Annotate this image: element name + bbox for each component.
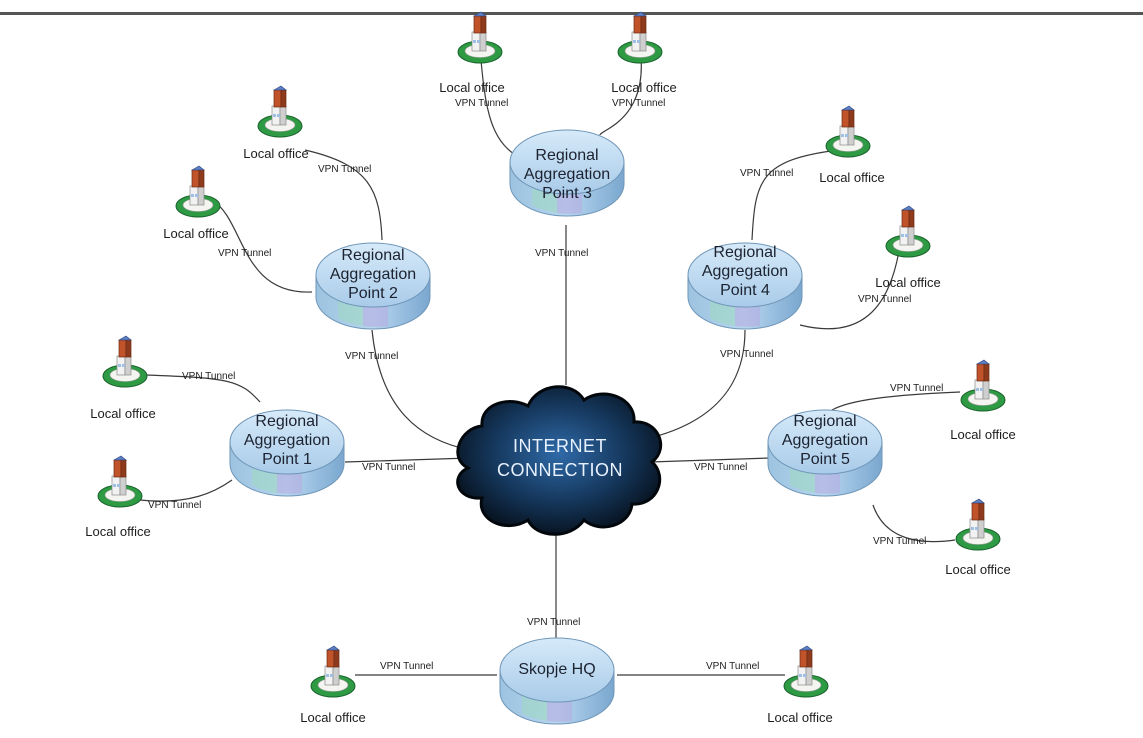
office-label: Local office: [945, 562, 1011, 577]
building-icon: [825, 105, 871, 158]
building-icon: [175, 165, 221, 218]
hub-label-line: Point 5: [800, 451, 850, 468]
building-icon: [257, 85, 303, 138]
hub-label-line: Regional: [341, 247, 404, 264]
office-label: Local office: [767, 710, 833, 725]
local-office: Local office: [90, 335, 156, 421]
link-cloud-rap4: [649, 329, 746, 439]
vpn-label: VPN Tunnel: [535, 248, 588, 259]
building-icon: [955, 498, 1001, 551]
link-rap2-office-a: [304, 149, 383, 241]
hub-hq: Skopje HQ: [499, 637, 615, 725]
office-label: Local office: [875, 275, 941, 290]
link-cloud-rap1: [344, 457, 471, 463]
hub-rap5: Regional Aggregation Point 5: [767, 409, 883, 497]
link-rap1-office-a: [144, 374, 261, 403]
vpn-label: VPN Tunnel: [694, 462, 747, 473]
office-label: Local office: [163, 226, 229, 241]
building-icon: [617, 11, 663, 64]
local-office: Local office: [163, 165, 229, 241]
office-label: Local office: [243, 146, 309, 161]
link-rap5-office-a: [831, 391, 961, 411]
local-office: Local office: [300, 645, 366, 725]
connection-lines: [139, 47, 961, 676]
hub-label-line: Aggregation: [244, 432, 330, 449]
vpn-label: VPN Tunnel: [345, 351, 398, 362]
link-rap1-office-b: [139, 479, 233, 502]
building-icon: [102, 335, 148, 388]
hub-label-line: Regional: [255, 413, 318, 430]
hub-label-line: Regional: [535, 147, 598, 164]
vpn-label: VPN Tunnel: [720, 349, 773, 360]
link-cloud-rap2: [371, 329, 471, 451]
hub-label-line: Point 2: [348, 285, 398, 302]
hub-label-line: Point 3: [542, 185, 592, 202]
vpn-label: VPN Tunnel: [858, 294, 911, 305]
cloud-icon: [456, 385, 663, 536]
hub-label-line: Aggregation: [330, 266, 416, 283]
hub-rap2: Regional Aggregation Point 2: [315, 242, 431, 330]
vpn-label: VPN Tunnel: [612, 98, 665, 109]
vpn-label: VPN Tunnel: [890, 383, 943, 394]
office-label: Local office: [90, 406, 156, 421]
building-icon: [885, 205, 931, 258]
hub-label-line: Aggregation: [782, 432, 868, 449]
office-label: Local office: [300, 710, 366, 725]
vpn-label: VPN Tunnel: [182, 371, 235, 382]
office-label: Local office: [611, 80, 677, 95]
local-office: Local office: [439, 11, 505, 95]
building-icon: [97, 455, 143, 508]
building-icon: [310, 645, 356, 698]
vpn-label: VPN Tunnel: [873, 536, 926, 547]
office-label: Local office: [439, 80, 505, 95]
link-rap5-office-b: [872, 504, 956, 543]
local-office: Local office: [611, 11, 677, 95]
vpn-label: VPN Tunnel: [218, 248, 271, 259]
hub-label-line: Skopje HQ: [518, 661, 595, 678]
link-cloud-rap5: [649, 457, 771, 463]
hub-label-line: Aggregation: [524, 166, 610, 183]
vpn-label: VPN Tunnel: [455, 98, 508, 109]
hub-rap4: Regional Aggregation Point 4: [687, 242, 803, 330]
hub-rap3: Regional Aggregation Point 3: [509, 129, 625, 217]
vpn-label: VPN Tunnel: [527, 617, 580, 628]
building-icon: [960, 359, 1006, 412]
hub-label-line: Aggregation: [702, 263, 788, 280]
link-rap4-office-a: [751, 149, 839, 241]
building-icon: [457, 11, 503, 64]
vpn-label: VPN Tunnel: [318, 164, 371, 175]
internet-cloud: INTERNET CONNECTION: [456, 385, 663, 536]
cloud-line-2: CONNECTION: [497, 460, 623, 480]
router-disk-icon: [499, 637, 615, 725]
local-office: Local office: [767, 645, 833, 725]
office-label: Local office: [950, 427, 1016, 442]
link-rap4-office-b: [799, 244, 901, 330]
link-rap2-office-b: [211, 199, 313, 293]
hub-label-line: Point 1: [262, 451, 312, 468]
vpn-label: VPN Tunnel: [148, 500, 201, 511]
local-office: Local office: [85, 455, 151, 539]
vpn-label: VPN Tunnel: [362, 462, 415, 473]
hub-label-line: Regional: [713, 244, 776, 261]
cloud-line-1: INTERNET: [513, 436, 607, 456]
hub-label-line: Regional: [793, 413, 856, 430]
local-office: Local office: [945, 498, 1011, 577]
vpn-label: VPN Tunnel: [380, 661, 433, 672]
link-rap3-office-b: [599, 47, 642, 136]
top-rule: [0, 12, 1143, 15]
vpn-labels: VPN Tunnel VPN Tunnel VPN Tunnel VPN Tun…: [148, 98, 943, 672]
building-icon: [783, 645, 829, 698]
vpn-label: VPN Tunnel: [740, 168, 793, 179]
local-office: Local office: [950, 359, 1016, 442]
vpn-label: VPN Tunnel: [706, 661, 759, 672]
office-label: Local office: [85, 524, 151, 539]
local-office: Local office: [819, 105, 885, 185]
local-office: Local office: [243, 85, 309, 161]
local-office: Local office: [875, 205, 941, 290]
office-label: Local office: [819, 170, 885, 185]
hub-label-line: Point 4: [720, 282, 770, 299]
hub-rap1: Regional Aggregation Point 1: [229, 409, 345, 497]
